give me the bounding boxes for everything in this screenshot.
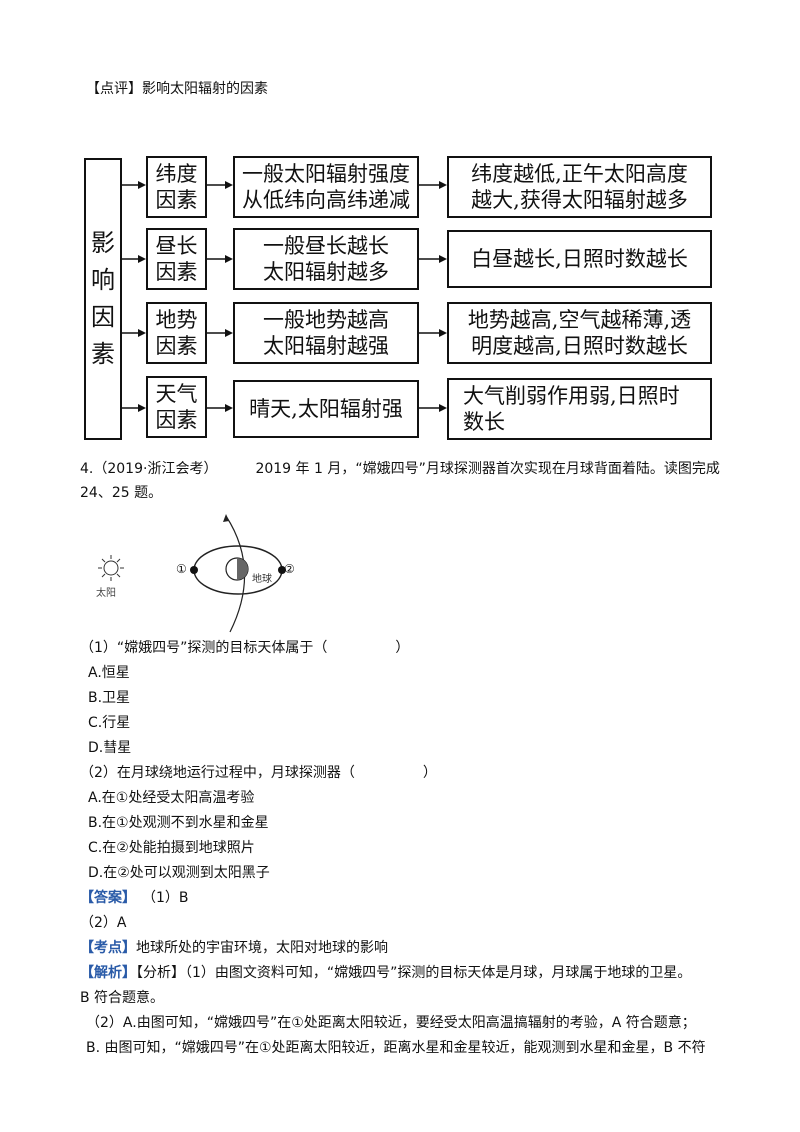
- cause-altitude-line: 太阳辐射越强: [263, 334, 389, 358]
- factor-latitude-line: 纬度: [155, 161, 198, 186]
- sub1-option-d: D.彗星: [88, 740, 132, 756]
- effect-altitude-line: 地势越高,空气越稀薄,透: [467, 307, 692, 332]
- answer-tag: 【答案】: [80, 890, 136, 906]
- sun-icon: [98, 555, 124, 581]
- cause-latitude-line: 从低纬向高纬递减: [242, 188, 410, 212]
- arrow-cause-to-effect: [419, 403, 447, 413]
- root-char: 影: [91, 228, 115, 257]
- root-box: 影 响 因 素: [84, 158, 122, 440]
- factor-latitude-box: 纬度 因素: [146, 156, 207, 218]
- sub1-option-c: C.行星: [88, 715, 131, 731]
- question-stem-line2: 24、25 题。: [80, 485, 163, 501]
- sub1-stem-close: ）: [395, 640, 410, 656]
- cause-daylength-line: 一般昼长越长: [263, 233, 389, 258]
- review-line: 【点评】影响太阳辐射的因素: [86, 78, 268, 98]
- root-char: 响: [91, 265, 115, 294]
- arrow-root-to-weather: [122, 403, 146, 413]
- analysis-line1: 【解析】【分析】（1）由图文资料可知，“嫦娥四号”探测的目标天体是月球，月球属于…: [80, 962, 691, 982]
- sub1-stem-text: （1）“嫦娥四号”探测的目标天体属于（: [80, 640, 328, 656]
- cause-daylength-line: 太阳辐射越多: [263, 260, 389, 284]
- analysis-tag: 【解析】: [80, 965, 136, 981]
- effect-weather-box: 大气削弱作用弱,日照时 数长: [447, 378, 712, 440]
- analysis-text-1: 【分析】（1）由图文资料可知，“嫦娥四号”探测的目标天体是月球，月球属于地球的卫…: [136, 965, 692, 981]
- factor-daylength-box: 昼长 因素: [146, 228, 207, 290]
- arrow-daylength-to-cause: [207, 254, 233, 264]
- factor-latitude-line: 因素: [155, 188, 198, 212]
- effect-daylength-box: 白昼越长,日照时数越长: [447, 230, 712, 288]
- effect-weather-line: 数长: [463, 410, 505, 434]
- factor-altitude-box: 地势 因素: [146, 302, 207, 364]
- review-tag: 【点评】: [86, 81, 142, 97]
- factor-weather-line: 因素: [155, 408, 198, 432]
- effect-latitude-line: 越大,获得太阳辐射越多: [471, 188, 688, 212]
- effect-latitude-box: 纬度越低,正午太阳高度 越大,获得太阳辐射越多: [447, 156, 712, 218]
- arrow-altitude-to-cause: [207, 328, 233, 338]
- arrow-root-to-daylength: [122, 254, 146, 264]
- factor-daylength-line: 因素: [155, 260, 198, 284]
- sub2-stem: （2）在月球绕地运行过程中，月球探测器（ ）: [80, 762, 437, 782]
- analysis-line2: B 符合题意。: [80, 990, 165, 1006]
- cause-altitude-box: 一般地势越高 太阳辐射越强: [233, 302, 419, 364]
- arrow-root-to-altitude: [122, 328, 146, 338]
- effect-altitude-line: 明度越高,日照时数越长: [471, 334, 688, 358]
- position-1-label: ①: [176, 562, 187, 576]
- factor-altitude-line: 因素: [155, 334, 198, 358]
- root-char: 素: [91, 340, 115, 369]
- answer-line1: 【答案】 （1）B: [80, 887, 189, 907]
- point-text: 地球所处的宇宙环境，太阳对地球的影响: [136, 940, 388, 956]
- sub2-option-c: C.在②处能拍摄到地球照片: [88, 840, 255, 856]
- earth-icon: [225, 557, 249, 581]
- arrow-latitude-to-cause: [207, 180, 233, 190]
- cause-weather-line: 晴天,太阳辐射强: [249, 396, 403, 421]
- cause-altitude-line: 一般地势越高: [263, 307, 389, 332]
- position-2-label: ②: [284, 562, 295, 576]
- cause-latitude-box: 一般太阳辐射强度 从低纬向高纬递减: [233, 156, 419, 218]
- cause-daylength-box: 一般昼长越长 太阳辐射越多: [233, 228, 419, 290]
- question-number: 4.: [80, 461, 94, 477]
- answer-text-1: （1）B: [142, 890, 189, 906]
- orbit-figure: 太阳 地球 ① ②: [86, 508, 306, 636]
- moon-position-1: [190, 566, 198, 574]
- factor-daylength-line: 昼长: [155, 233, 198, 258]
- question-source: （2019·浙江会考）: [93, 461, 218, 477]
- question-stem-line1: 4.（2019·浙江会考） 2019 年 1 月，“嫦娥四号”月球探测器首次实现在…: [80, 458, 720, 478]
- sub1-option-b: B.卫星: [88, 690, 131, 706]
- sub1-stem: （1）“嫦娥四号”探测的目标天体属于（ ）: [80, 637, 409, 657]
- effect-weather-line: 大气削弱作用弱,日照时: [463, 383, 680, 408]
- sun-label: 太阳: [96, 588, 116, 599]
- factor-altitude-line: 地势: [155, 307, 198, 332]
- cause-latitude-line: 一般太阳辐射强度: [242, 161, 410, 186]
- sub1-option-a: A.恒星: [88, 665, 130, 681]
- effect-latitude-line: 纬度越低,正午太阳高度: [471, 161, 688, 186]
- point-tag: 【考点】: [80, 940, 136, 956]
- sub2-option-b: B.在①处观测不到水星和金星: [88, 815, 269, 831]
- sub2-option-d: D.在②处可以观测到太阳黑子: [88, 865, 270, 881]
- analysis-line3: （2）A.由图可知，“嫦娥四号”在①处距离太阳较近，要经受太阳高温搞辐射的考验，…: [86, 1015, 696, 1031]
- sub2-stem-text: （2）在月球绕地运行过程中，月球探测器（: [80, 765, 355, 781]
- arrow-cause-to-effect: [419, 180, 447, 190]
- arrow-weather-to-cause: [207, 403, 233, 413]
- arrow-cause-to-effect: [419, 254, 447, 264]
- root-char: 因: [91, 303, 115, 331]
- review-text: 影响太阳辐射的因素: [142, 81, 268, 97]
- question-stem: 2019 年 1 月，“嫦娥四号”月球探测器首次实现在月球背面着陆。读图完成: [255, 461, 720, 477]
- answer-line2: （2）A: [80, 915, 127, 931]
- factor-weather-box: 天气 因素: [146, 376, 207, 438]
- sub2-option-a: A.在①处经受太阳高温考验: [88, 790, 255, 806]
- cause-weather-box: 晴天,太阳辐射强: [233, 380, 419, 438]
- sub2-stem-close: ）: [422, 765, 437, 781]
- factor-weather-line: 天气: [155, 381, 198, 406]
- effect-daylength-line: 白昼越长,日照时数越长: [471, 246, 688, 271]
- effect-altitude-box: 地势越高,空气越稀薄,透 明度越高,日照时数越长: [447, 302, 712, 364]
- arrow-cause-to-effect: [419, 328, 447, 338]
- earth-label: 地球: [252, 574, 272, 585]
- analysis-line4: B. 由图可知，“嫦娥四号”在①处距离太阳较近，距离水星和金星较近，能观测到水星…: [86, 1040, 706, 1056]
- point-line: 【考点】地球所处的宇宙环境，太阳对地球的影响: [80, 937, 388, 957]
- arrow-root-to-latitude: [122, 180, 146, 190]
- moon-position-2: [278, 566, 286, 574]
